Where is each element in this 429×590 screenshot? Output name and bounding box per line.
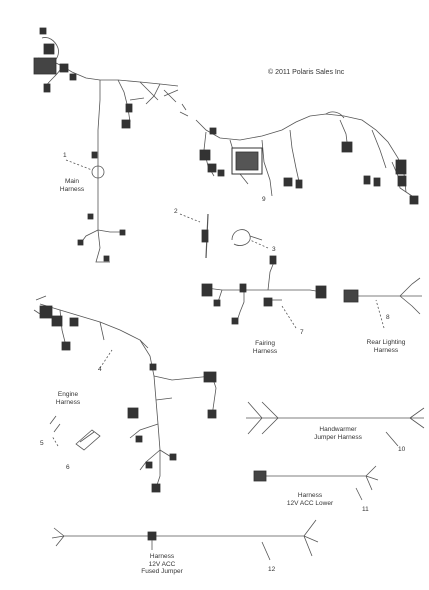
handwarmer-jumper-harness-drawing — [246, 401, 425, 447]
engine-harness-drawing — [33, 295, 217, 493]
callout-5: 5 — [40, 440, 44, 447]
label-fairing-harness: Fairing Harness — [252, 340, 278, 355]
callout-3: 3 — [272, 246, 276, 253]
label-acc-fused-jumper: Harness 12V ACC Fused Jumper — [141, 553, 183, 575]
part-2-3-drawing — [201, 213, 263, 259]
acc-fused-jumper-drawing — [51, 519, 319, 561]
harness-9-drawing — [179, 103, 419, 205]
callout-leaders — [51, 159, 385, 447]
acc-lower-harness-drawing — [253, 465, 379, 501]
label-handwarmer-jumper-harness: Handwarmer Jumper Harness — [314, 426, 362, 441]
label-main-harness: Main Harness — [59, 178, 85, 193]
callout-7: 7 — [300, 329, 304, 336]
callout-11: 11 — [362, 506, 369, 513]
callout-1: 1 — [63, 152, 67, 159]
callout-2: 2 — [174, 208, 178, 215]
copyright-notice: © 2011 Polaris Sales Inc — [268, 69, 345, 76]
main-harness-drawing — [33, 27, 179, 263]
label-engine-harness: Engine Harness — [55, 391, 81, 406]
callout-8: 8 — [386, 314, 390, 321]
callout-12: 12 — [268, 566, 276, 573]
rear-lighting-harness-drawing — [343, 277, 422, 315]
callout-9: 9 — [262, 196, 266, 203]
callout-10: 10 — [398, 446, 406, 453]
label-acc-lower-harness: Harness 12V ACC Lower — [286, 492, 334, 507]
callout-4: 4 — [98, 366, 102, 373]
callout-6: 6 — [66, 464, 70, 471]
label-rear-lighting-harness: Rear Lighting Harness — [366, 339, 406, 354]
fairing-harness-drawing — [201, 255, 327, 325]
part-5-6-drawing — [49, 415, 101, 451]
